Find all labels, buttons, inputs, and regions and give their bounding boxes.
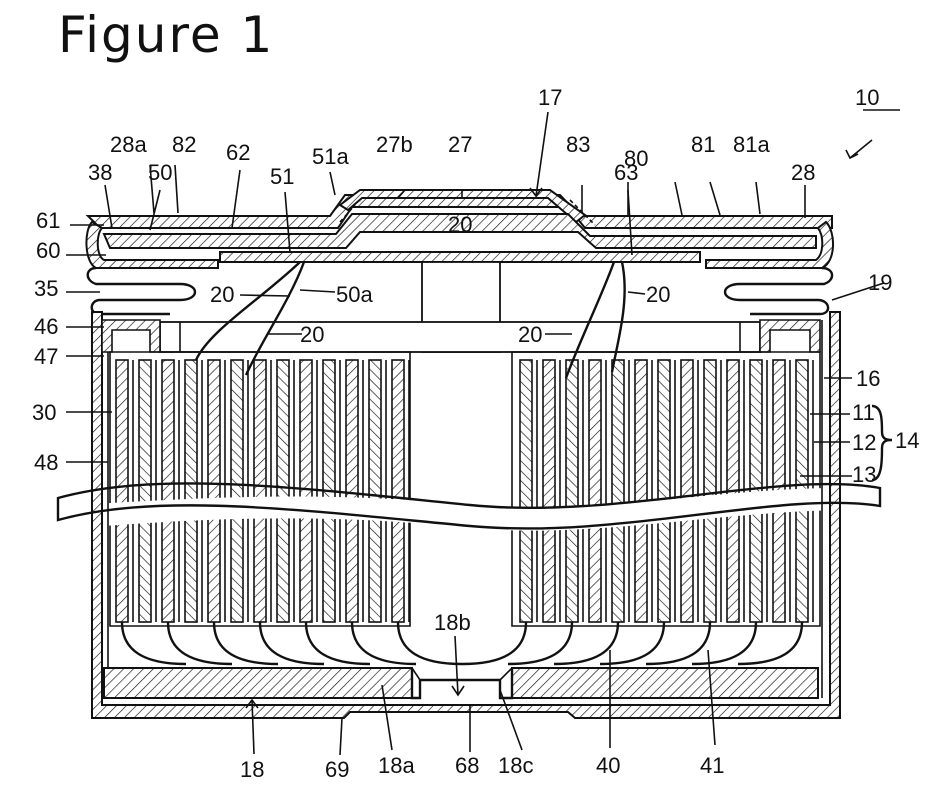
label-28: 28 [791,160,815,185]
label-20-b: 20 [646,282,670,307]
label-27: 27 [448,132,472,157]
lead-wire [738,622,802,664]
label-19: 19 [868,270,892,295]
label-81a: 81a [733,132,770,157]
label-46: 46 [34,314,58,339]
label-13: 13 [852,462,876,487]
label-20-center: 20 [448,212,472,237]
label-35: 35 [34,276,58,301]
label-30: 30 [32,400,56,425]
lead-wire [122,622,186,664]
label-83: 83 [566,132,590,157]
label-10: 10 [855,85,879,110]
lead-wire [554,622,618,664]
lead-wire [306,622,370,664]
label-48: 48 [34,450,58,475]
label-62: 62 [226,140,250,165]
label-12: 12 [852,430,876,455]
lead-wire [462,622,526,664]
label-68: 68 [455,753,479,778]
label-18a: 18a [378,753,415,778]
label-50: 50 [148,160,172,185]
label-51a: 51a [312,144,349,169]
label-18b: 18b [434,610,471,635]
label-16: 16 [856,366,880,391]
label-47: 47 [34,344,58,369]
label-38: 38 [88,160,112,185]
label-20-d: 20 [518,322,542,347]
label-41: 41 [700,753,724,778]
label-14: 14 [895,428,919,453]
lead-wire [352,622,416,664]
label-18: 18 [240,757,264,782]
label-18c: 18c [498,753,533,778]
label-17: 17 [538,85,562,110]
label-27b: 27b [376,132,413,157]
label-20-a: 20 [210,282,234,307]
label-40: 40 [596,753,620,778]
lead-wire [168,622,232,664]
label-81: 81 [691,132,715,157]
lead-wire [508,622,572,664]
label-69: 69 [325,757,349,782]
label-63: 63 [614,160,638,185]
label-51: 51 [270,164,294,189]
label-50a: 50a [336,282,373,307]
label-20-c: 20 [300,322,324,347]
label-61: 61 [36,208,60,233]
lead-wire [692,622,756,664]
label-82: 82 [172,132,196,157]
label-11: 11 [852,400,875,425]
lead-wire [260,622,324,664]
lead-wire [646,622,710,664]
lead-wire [214,622,278,664]
label-28a: 28a [110,132,147,157]
label-60: 60 [36,238,60,263]
